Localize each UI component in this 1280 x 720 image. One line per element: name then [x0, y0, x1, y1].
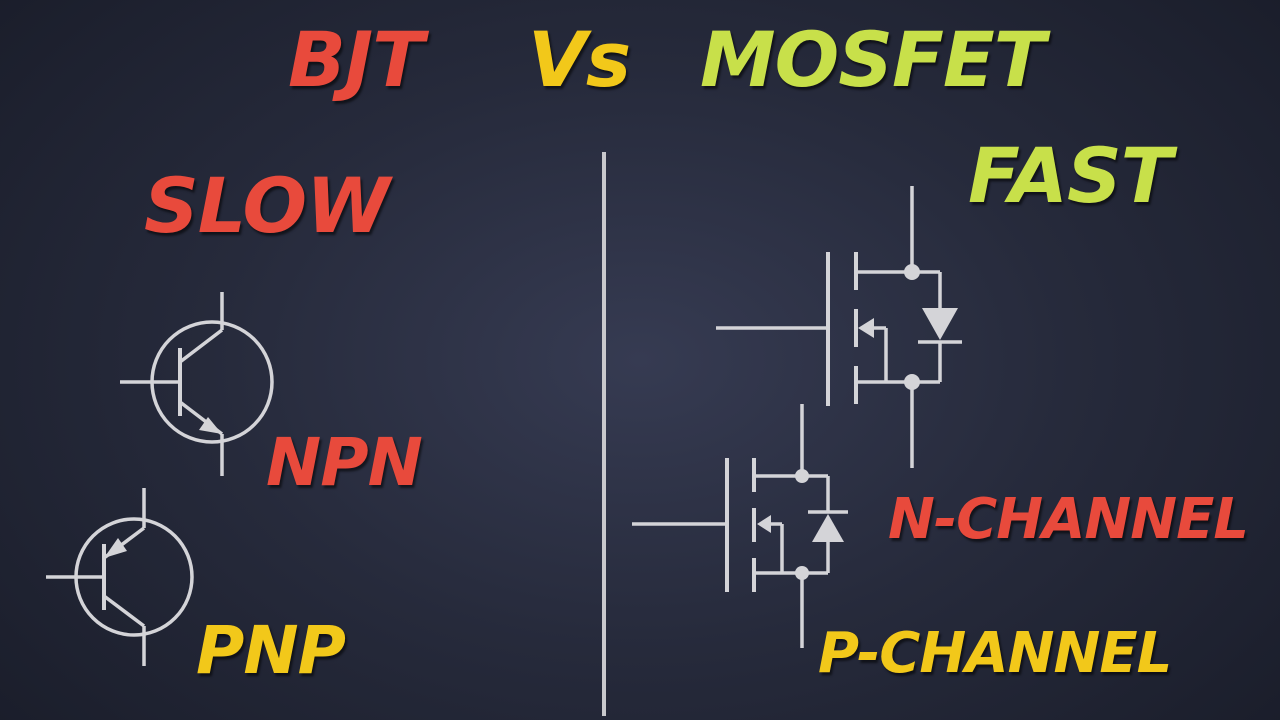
pnp-label: PNP	[196, 612, 346, 689]
npn-label: NPN	[266, 424, 423, 501]
title-vs: Vs	[528, 15, 631, 104]
p-channel-label: P-CHANNEL	[818, 621, 1172, 686]
title-mosfet: MOSFET	[700, 15, 1046, 104]
npn-transistor-symbol	[120, 292, 274, 476]
bjt-speed-label: SLOW	[144, 161, 390, 250]
title-bjt: BJT	[288, 15, 424, 104]
p-channel-mosfet-symbol	[632, 404, 848, 648]
mosfet-speed-label: FAST	[968, 131, 1173, 220]
pnp-transistor-symbol	[46, 488, 194, 666]
n-channel-label: N-CHANNEL	[888, 487, 1249, 552]
n-channel-mosfet-symbol	[716, 186, 962, 468]
